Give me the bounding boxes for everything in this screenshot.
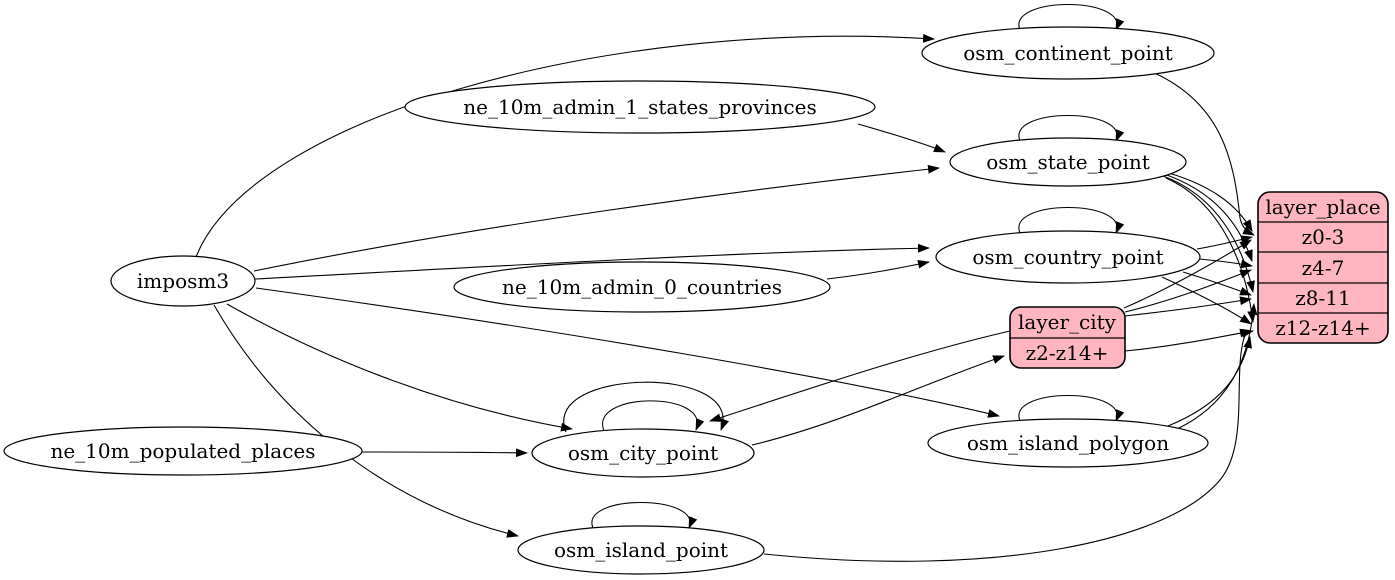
edge-imposm3-osm_island_point (213, 304, 519, 538)
edge-osm_country_point-layer_place-z8-11 (1182, 271, 1252, 296)
node-osm-city-point-label: osm_city_point (568, 441, 718, 465)
node-osm-state-point: osm_state_point (949, 137, 1187, 187)
edge-osm_country_point-layer_place-z12-z14 (1161, 276, 1252, 325)
node-osm-continent-point: osm_continent_point (921, 26, 1215, 80)
edge-osm_city_point-self-loop-outer (563, 381, 729, 433)
layer-place-row-z8-11: z8-11 (1295, 286, 1350, 310)
node-osm-country-point-label: osm_country_point (972, 245, 1163, 269)
edge-imposm3-osm_island_polygon (255, 287, 1000, 418)
node-ne-10m-admin-0-countries-label: ne_10m_admin_0_countries (502, 275, 782, 299)
node-imposm3-shape (110, 255, 256, 307)
edge-ne_10m_admin_0_countries-osm_country_point (826, 259, 930, 280)
edge-osm_island_point-layer_place-z12-z14 (763, 328, 1254, 562)
edge-osm_island_point-self-loop (591, 502, 698, 529)
node-osm-continent-point-shape (921, 26, 1215, 80)
node-layer-city: layer_city z2-z14+ (1009, 306, 1126, 369)
layer-place-row-z12-z14: z12-z14+ (1275, 316, 1371, 340)
node-ne-10m-admin-1-states-provinces-shape (404, 80, 876, 134)
edge-osm_continent_point-self-loop (1018, 4, 1125, 31)
edge-ne_10m_admin_1_states_provinces-osm_state_point (857, 123, 946, 153)
edge-osm_state_point-self-loop (1018, 115, 1125, 142)
node-ne-10m-populated-places-shape (3, 426, 363, 476)
node-osm-country-point-shape (935, 230, 1201, 284)
node-ne-10m-populated-places-label: ne_10m_populated_places (50, 439, 315, 463)
edge-osm_city_point-layer_city-z2-z14 (751, 355, 1005, 446)
layer-place-row-z0-3: z0-3 (1302, 225, 1345, 249)
edge-layer_city-layer_place-z12-z14 (1124, 328, 1252, 352)
node-ne-10m-populated-places: ne_10m_populated_places (3, 426, 363, 476)
edge-layer_city-layer_place-z8-11 (1124, 296, 1252, 317)
node-imposm3: imposm3 (110, 255, 256, 307)
edge-osm_island_polygon-self-loop (1018, 395, 1125, 422)
edge-layer_city-osm_city_point (709, 330, 1011, 422)
edge-imposm3-osm_continent_point (195, 33, 935, 258)
node-osm-island-polygon: osm_island_polygon (927, 418, 1209, 468)
node-osm-city-point: osm_city_point (531, 428, 755, 478)
node-osm-continent-point-label: osm_continent_point (963, 41, 1173, 65)
node-layer-place-shape (1257, 191, 1389, 344)
node-osm-country-point: osm_country_point (935, 230, 1201, 284)
edge-osm_country_point-self-loop (1018, 207, 1125, 234)
node-osm-state-point-shape (949, 137, 1187, 187)
node-ne-10m-admin-0-countries: ne_10m_admin_0_countries (453, 261, 831, 313)
edge-osm_country_point-layer_place-z0-3 (1196, 235, 1253, 250)
node-osm-island-point-shape (517, 525, 765, 575)
edge-imposm3-osm_state_point (253, 164, 940, 272)
edge-layer_city-layer_place-z4-7 (1124, 269, 1252, 313)
node-imposm3-label: imposm3 (137, 269, 229, 293)
edge-layer_city-layer_place-z0-3 (1123, 239, 1252, 309)
node-osm-state-point-label: osm_state_point (986, 150, 1150, 174)
node-osm-city-point-shape (531, 428, 755, 478)
node-ne-10m-admin-1-states-provinces-label: ne_10m_admin_1_states_provinces (463, 95, 816, 119)
edge-osm_country_point-layer_place-z4-7 (1198, 258, 1253, 269)
node-ne-10m-admin-0-countries-shape (453, 261, 831, 313)
node-layer-place: layer_place z0-3 z4-7 z8-11 z12-z14+ (1257, 191, 1389, 344)
node-osm-island-polygon-label: osm_island_polygon (967, 431, 1169, 455)
edge-imposm3-osm_city_point (226, 303, 573, 432)
node-ne-10m-admin-1-states-provinces: ne_10m_admin_1_states_provinces (404, 80, 876, 134)
edge-osm_island_polygon-layer_place-z8-11 (1176, 303, 1258, 430)
edge-osm_island_polygon-layer_place-z12-z14 (1167, 336, 1252, 427)
node-osm-island-point-label: osm_island_point (554, 538, 728, 562)
edge-imposm3-osm_country_point (254, 243, 930, 280)
edge-ne_10m_populated_places-osm_city_point (361, 448, 528, 458)
layer-city-title: layer_city (1018, 310, 1117, 334)
edge-osm_state_point-layer_place-z0-3 (1157, 169, 1253, 232)
layer-place-row-z4-7: z4-7 (1302, 256, 1345, 280)
edge-osm_city_point-self-loop-inner (602, 400, 705, 432)
layer-place-title: layer_place (1265, 195, 1380, 219)
node-osm-island-polygon-shape (927, 418, 1209, 468)
node-osm-island-point: osm_island_point (517, 525, 765, 575)
layer-city-row-z2-z14: z2-z14+ (1026, 341, 1109, 365)
edge-group (195, 4, 1258, 562)
